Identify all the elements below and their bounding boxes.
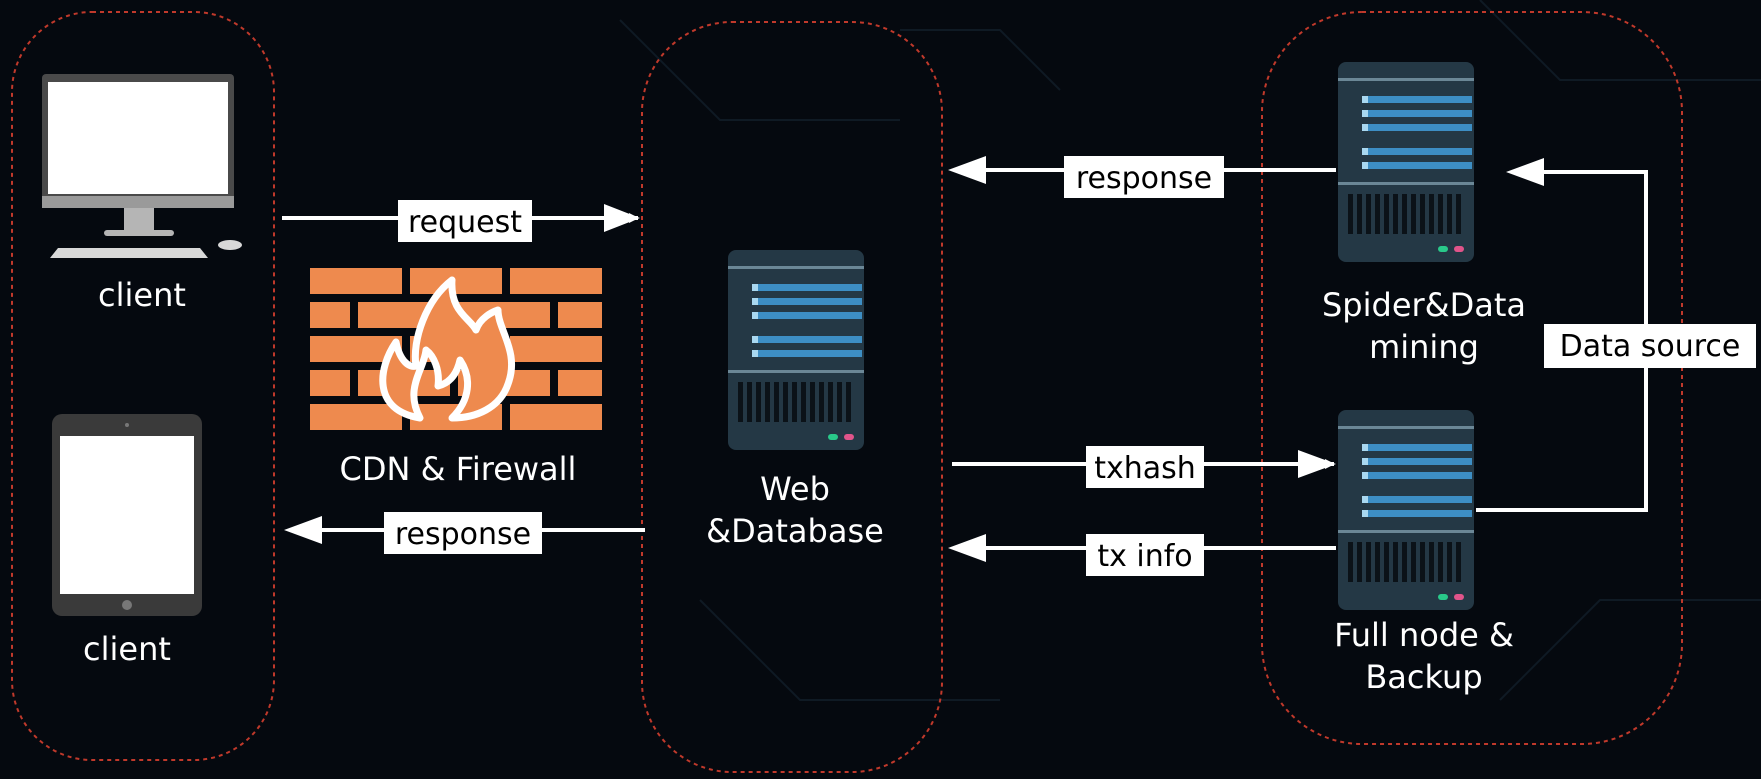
fullnode-server-label-line1: Full node & (1334, 616, 1514, 654)
spider-server-label-line2: mining (1369, 328, 1479, 366)
response-top-arrow-label: response (1076, 161, 1212, 196)
web-zone (641, 21, 943, 773)
fullnode-server-icon (1338, 410, 1474, 610)
tx-info-arrow-label: tx info (1097, 539, 1192, 574)
desktop-monitor-icon (42, 74, 242, 258)
request-arrow-label: request (408, 205, 522, 240)
backend-zone (1261, 11, 1683, 745)
fullnode-server-label-line2: Backup (1365, 658, 1482, 696)
txhash-arrow-label: txhash (1094, 451, 1196, 486)
web-server-label-line1: Web (760, 470, 830, 508)
desktop-client-label: client (98, 276, 186, 314)
tablet-client-label: client (83, 630, 171, 668)
firewall-label: CDN & Firewall (340, 450, 577, 488)
tablet-icon (52, 414, 202, 616)
response-left-arrow-label: response (395, 517, 531, 552)
web-server-label-line2: &Database (706, 512, 884, 550)
client-zone (11, 11, 275, 761)
data-source-arrow-label: Data source (1560, 329, 1741, 364)
spider-server-label-line1: Spider&Data (1322, 286, 1526, 324)
spider-server-icon (1338, 62, 1474, 262)
background-circuit-pattern (619, 0, 1761, 701)
web-server-icon (728, 250, 864, 450)
firewall-icon (310, 268, 602, 430)
